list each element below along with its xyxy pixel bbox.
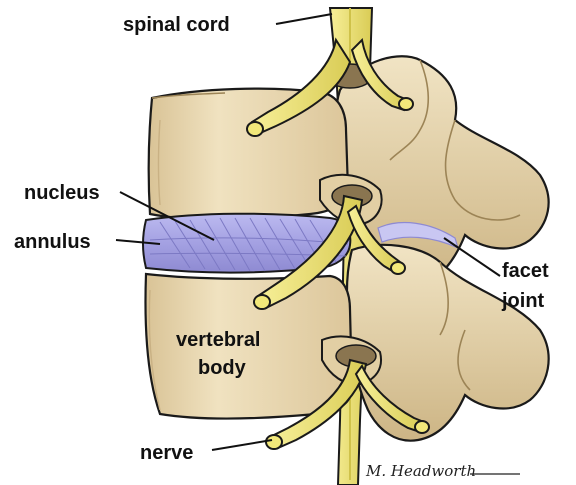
upper-vertebral-body (149, 89, 348, 220)
spinal-cord-leader (276, 14, 332, 24)
label-nucleus: nucleus (24, 182, 100, 204)
artist-signature: M. Headworth (365, 462, 476, 480)
label-joint: joint (501, 290, 545, 312)
label-body: body (198, 357, 247, 379)
label-spinal-cord: spinal cord (123, 14, 230, 36)
label-vertebral: vertebral (176, 329, 261, 351)
nerve-leader (212, 440, 272, 450)
label-nerve: nerve (140, 442, 193, 464)
label-annulus: annulus (14, 231, 91, 253)
label-facet: facet (502, 260, 549, 282)
